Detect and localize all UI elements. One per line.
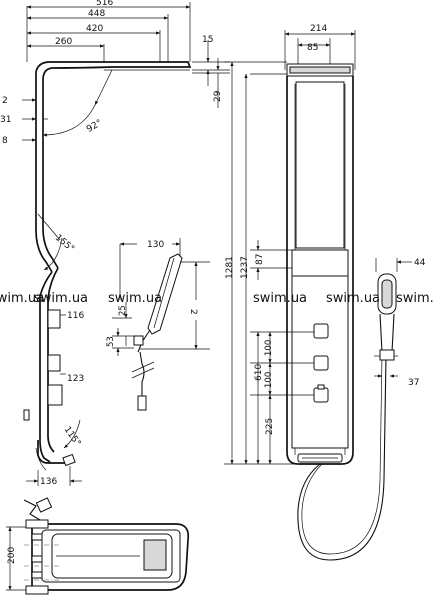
side-control-1	[47, 309, 61, 329]
dim-87: 87	[255, 254, 265, 265]
dim-1281: 1281	[225, 256, 235, 279]
dim-214: 214	[310, 24, 327, 34]
dim-420: 420	[86, 24, 103, 34]
watermark-1: swim.ua	[0, 291, 44, 306]
dim-85: 85	[307, 43, 318, 53]
dim-hand-2: 2	[188, 309, 198, 315]
bottom-spout	[62, 453, 76, 467]
thermostat-knob	[313, 387, 329, 403]
watermark-5: swim.ua	[326, 291, 380, 306]
column-lower	[39, 271, 53, 463]
dim-225: 225	[265, 418, 275, 435]
top-view: 200	[6, 497, 190, 595]
dim-1237: 1237	[240, 256, 250, 279]
dim-516: 516	[96, 0, 113, 8]
dim-123: 123	[67, 374, 84, 384]
dim-130: 130	[147, 240, 164, 250]
angle-92: 92°	[85, 118, 104, 135]
watermark-2: swim.ua	[34, 291, 88, 306]
dim-2: 2	[2, 96, 8, 106]
dim-25: 25	[118, 305, 128, 316]
shower-hose	[297, 355, 387, 561]
dim-260: 260	[55, 37, 72, 47]
side-view: 516 448 420 260 15 29 92° 2 31 8	[0, 0, 230, 487]
dim-53: 53	[106, 336, 116, 347]
hand-shower-detail: 130 2 25 53	[106, 238, 210, 411]
watermark-row: swim.ua swim.ua swim.ua swim.ua swim.ua …	[0, 291, 434, 306]
dim-448: 448	[88, 9, 105, 19]
shower-arm	[35, 61, 192, 95]
dim-37: 37	[408, 378, 419, 388]
watermark-6: swim.ua	[396, 291, 434, 306]
hand-shower-head	[147, 253, 183, 335]
dim-15: 15	[202, 35, 213, 45]
hand-shower-front-holder	[379, 349, 395, 361]
dim-610: 610	[254, 364, 264, 381]
shower-head-nozzles	[289, 66, 351, 74]
front-view: 214 85 1281 1237	[224, 24, 387, 561]
dim-116: 116	[67, 311, 84, 321]
top-view-body	[31, 523, 190, 591]
dim-29: 29	[213, 90, 223, 102]
control-knob-2	[313, 355, 329, 371]
dim-8: 8	[2, 136, 8, 146]
side-control-2	[47, 354, 61, 372]
angle-155: 155°	[53, 233, 76, 255]
dim-31: 31	[0, 115, 11, 125]
angle-115: 115°	[62, 425, 83, 449]
watermark-3: swim.ua	[108, 291, 162, 306]
watermark-4: swim.ua	[253, 291, 307, 306]
dim-200: 200	[7, 547, 17, 564]
side-control-3	[47, 384, 63, 406]
top-view-spout	[35, 497, 53, 513]
dim-100-lower: 100	[264, 372, 274, 388]
column-upper	[35, 95, 53, 273]
dim-44: 44	[414, 258, 426, 268]
control-knob-1	[313, 323, 329, 339]
holder	[133, 335, 144, 346]
jets-panel	[291, 249, 349, 277]
hand-shower-front: 44 37	[374, 258, 426, 388]
dim-136: 136	[40, 477, 57, 487]
dim-100-upper: 100	[264, 340, 274, 356]
